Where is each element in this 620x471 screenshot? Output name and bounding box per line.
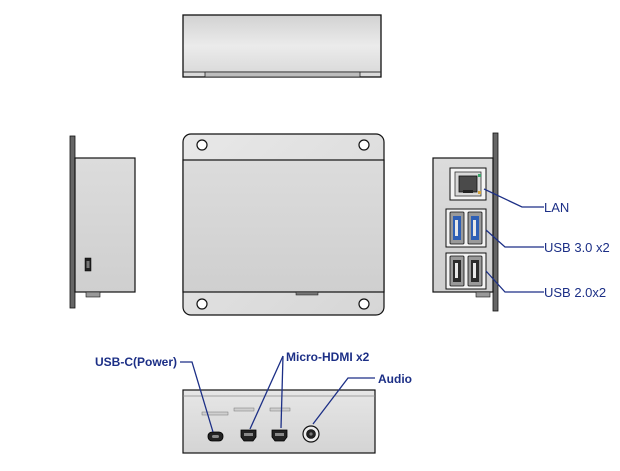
- main-plan-view: [182, 133, 385, 316]
- mount-hole: [358, 298, 370, 310]
- lan-port-icon: [449, 167, 487, 201]
- label-hdmi: Micro-HDMI x2: [286, 350, 370, 364]
- left-side-view: [69, 135, 136, 309]
- mount-hole: [358, 139, 370, 151]
- label-usb3: USB 3.0 x2: [544, 240, 610, 255]
- label-usbc: USB-C(Power): [95, 355, 177, 369]
- right-side-view: [432, 132, 499, 312]
- micro-hdmi-port-icon: [240, 429, 257, 442]
- audio-jack-icon: [302, 425, 320, 443]
- micro-hdmi-port-icon: [271, 429, 288, 442]
- label-audio: Audio: [378, 372, 412, 386]
- usb-c-port-icon: [207, 431, 224, 442]
- label-lan: LAN: [544, 200, 569, 215]
- callout-labels: LAN USB 3.0 x2 USB 2.0x2 USB-C(Power) Mi…: [95, 200, 610, 386]
- mount-hole: [196, 298, 208, 310]
- top-view: [182, 14, 382, 78]
- usb3-port-icon: [445, 208, 487, 248]
- leader-lines: [180, 188, 544, 433]
- label-usb2: USB 2.0x2: [544, 285, 606, 300]
- mount-hole: [196, 139, 208, 151]
- usb2-port-icon: [445, 252, 487, 290]
- front-view: [182, 389, 376, 454]
